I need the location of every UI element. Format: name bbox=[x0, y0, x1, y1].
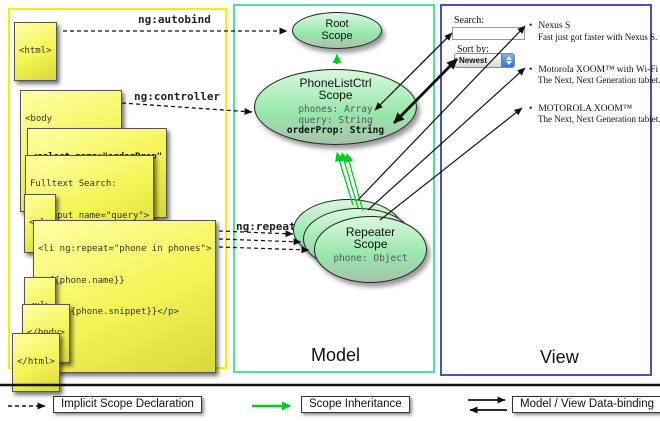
ng-repeat-label: ng:repeat bbox=[236, 220, 296, 233]
scope-property: query: String bbox=[298, 114, 373, 126]
legend-implicit-scope-declaration: Implicit Scope Declaration bbox=[53, 396, 202, 413]
scope-title: Scope bbox=[321, 30, 353, 42]
sort-dropdown[interactable]: Newest bbox=[454, 53, 515, 68]
scope-property: phone: Object bbox=[333, 253, 408, 264]
search-label: Search: bbox=[454, 15, 484, 26]
phone-snippet: The Next, Next Generation tablet. bbox=[538, 114, 660, 124]
view-panel-title: View bbox=[540, 347, 579, 367]
code-line: Fulltext Search: bbox=[30, 179, 117, 189]
scope-title: PhoneListCtrl bbox=[299, 76, 372, 90]
phone-snippet: Fast just got faster with Nexus S. bbox=[538, 32, 658, 42]
code-line: </html> bbox=[17, 357, 55, 367]
model-panel-title: Model bbox=[311, 345, 361, 365]
ng-controller-label: ng:controller bbox=[134, 90, 221, 103]
dropdown-stepper-icon[interactable] bbox=[501, 54, 514, 67]
phone-list-item: Nexus S bbox=[529, 15, 570, 33]
phone-name: MOTOROLA XOOM™ bbox=[529, 104, 632, 114]
legend-model-view-data-binding: Model / View Data-binding bbox=[512, 396, 660, 413]
phone-name: Nexus S bbox=[529, 21, 570, 31]
phone-snippet: The Next, Next Generation tablet. bbox=[538, 75, 660, 85]
ng-autobind-label: ng:autobind bbox=[138, 13, 211, 26]
code-html-open: <html> bbox=[14, 22, 57, 81]
phone-list-item: Motorola XOOM™ with Wi-Fi bbox=[529, 59, 658, 77]
scope-title: Scope bbox=[353, 237, 388, 251]
code-html-close: </html> bbox=[12, 333, 60, 392]
scope-property: orderProp: String bbox=[286, 125, 385, 136]
search-input[interactable] bbox=[452, 27, 525, 40]
code-line: <body bbox=[25, 114, 53, 124]
sort-dropdown-value: Newest bbox=[459, 56, 488, 65]
legend-scope-inheritance: Scope Inheritance bbox=[301, 396, 410, 413]
scope-title: Scope bbox=[318, 88, 353, 102]
code-line: {{phone.name}} bbox=[38, 275, 125, 286]
view-panel: Search: Sort by: Newest Nexus S Fast jus… bbox=[440, 4, 660, 376]
code-line: <li ng:repeat="phone in phones"> bbox=[38, 244, 212, 254]
code-line: <input name="query"> bbox=[30, 210, 150, 221]
phonelistctrl-scope-ellipse: PhoneListCtrl Scope phones: Array query:… bbox=[254, 69, 417, 145]
code-line: <p>{{phone.snippet}}</p> bbox=[38, 307, 179, 317]
repeater-scope-ellipse: Repeater Scope phone: Object bbox=[314, 216, 427, 283]
code-line: <html> bbox=[19, 46, 52, 56]
scope-title: Repeater bbox=[345, 225, 396, 239]
phone-name: Motorola XOOM™ with Wi-Fi bbox=[529, 65, 658, 75]
scope-title: Root bbox=[325, 18, 349, 30]
root-scope-ellipse: Root Scope bbox=[292, 12, 382, 49]
scope-property: phones: Array bbox=[298, 104, 373, 115]
model-panel bbox=[233, 4, 435, 373]
phone-list-item: MOTOROLA XOOM™ bbox=[529, 98, 632, 116]
